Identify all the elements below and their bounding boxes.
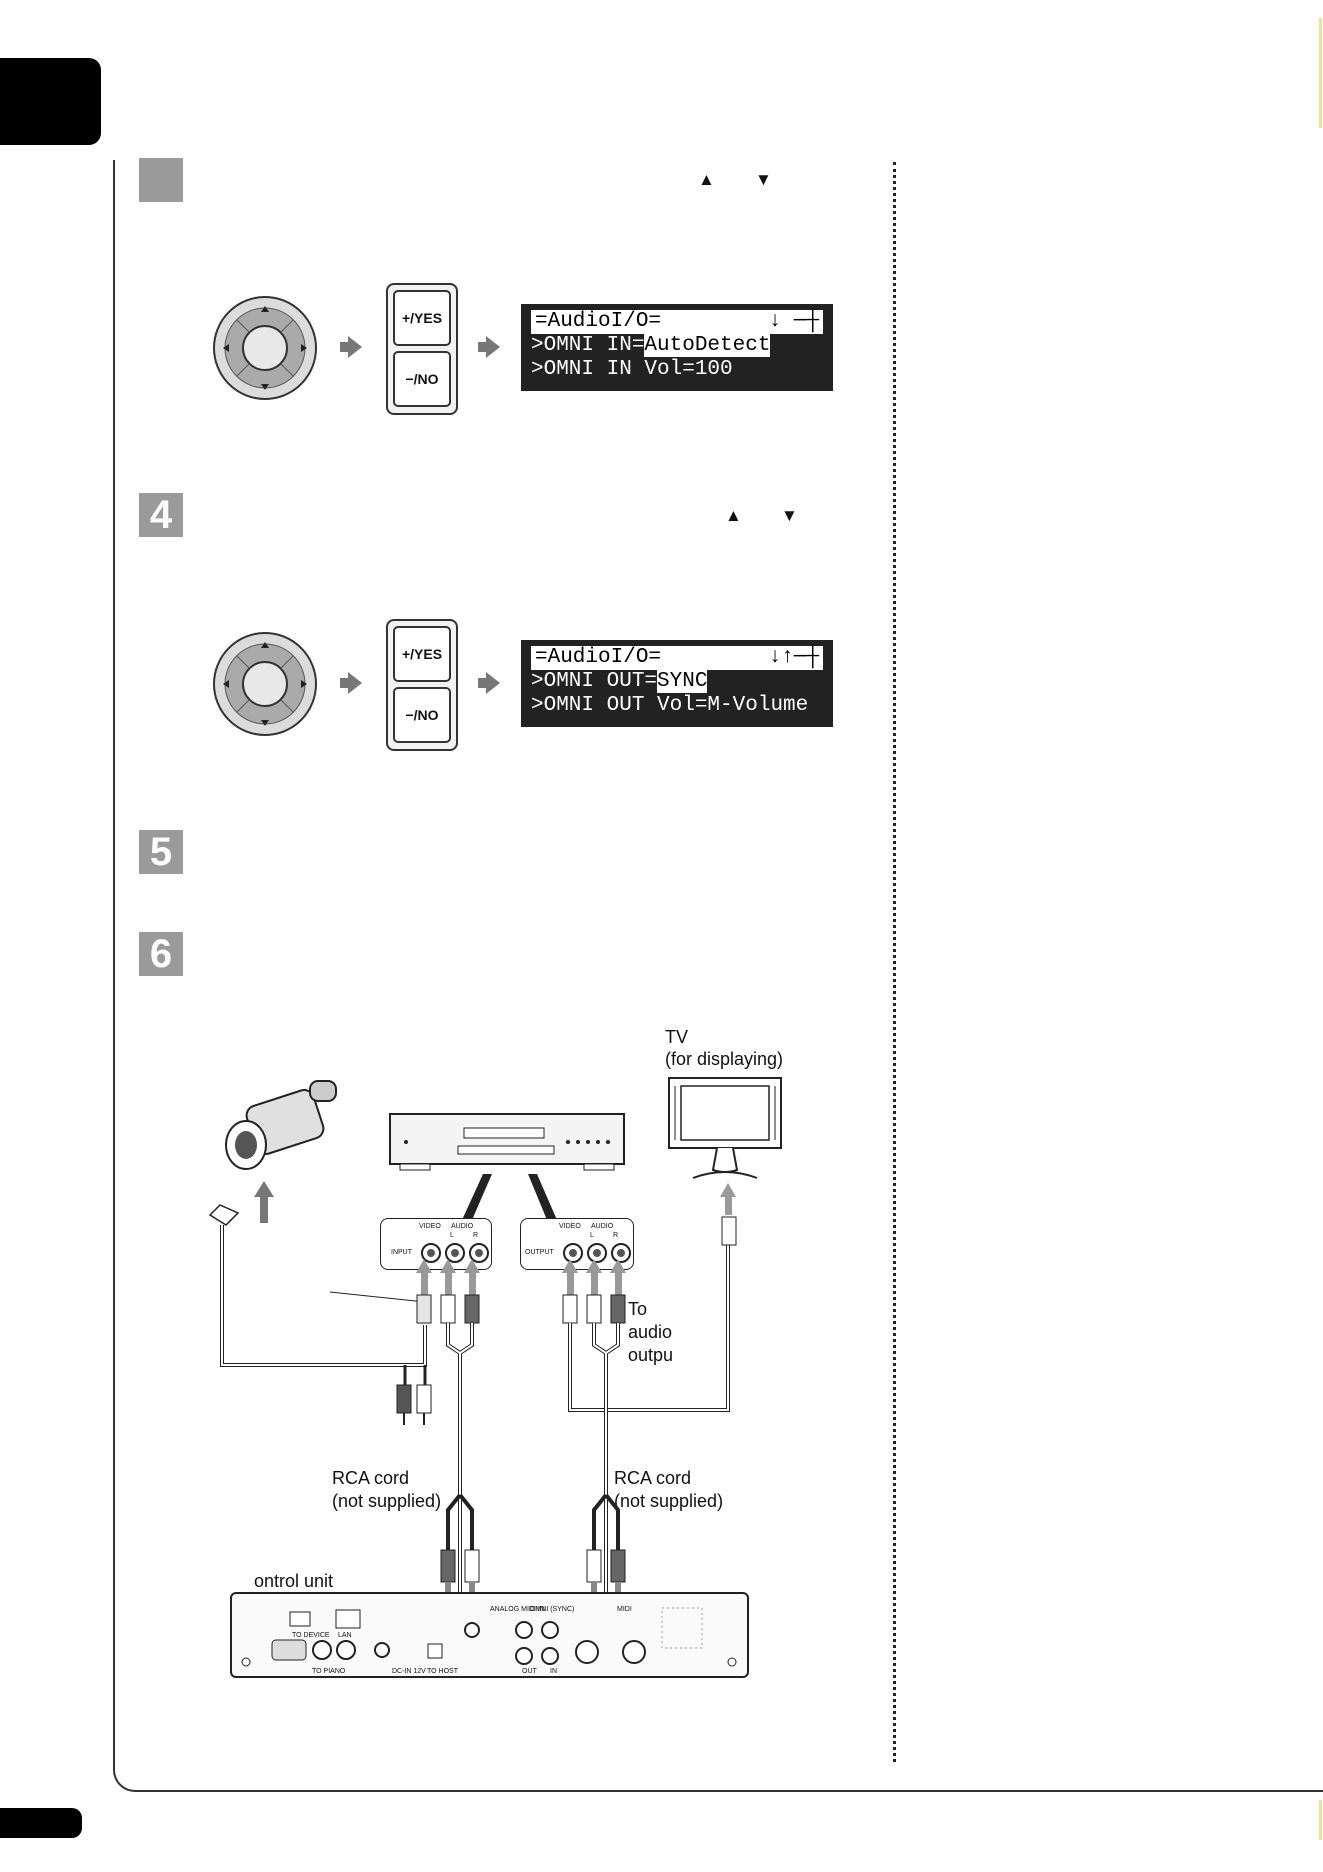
lcd-value-highlight: AutoDetect — [644, 334, 771, 357]
in-label: IN — [550, 1668, 557, 1675]
rca-cord-left-label: RCA cord — [332, 1468, 410, 1488]
tv-label: TV — [665, 1027, 689, 1047]
yes-button[interactable]: +/YES — [393, 626, 451, 682]
no-button[interactable]: −/NO — [393, 351, 451, 407]
down-triangle-icon: ▼ — [781, 506, 798, 525]
cursor-dial-icon — [213, 296, 317, 400]
yes-button[interactable]: +/YES — [393, 290, 451, 346]
down-triangle-icon: ▼ — [755, 170, 772, 189]
lcd-line-2: >OMNI OUT=SYNC — [531, 670, 823, 694]
lcd-line-2: >OMNI IN=AutoDetect — [531, 334, 823, 358]
rca-cord-right-sublabel: (not supplied) — [614, 1491, 724, 1511]
lan-label: LAN — [338, 1632, 352, 1639]
right-label: R — [613, 1232, 619, 1239]
up-triangle-icon: ▲ — [725, 506, 742, 525]
analog-midi-in-label: ANALOG MIDI IN — [490, 1606, 545, 1613]
lcd-title-row: =AudioI/O= ↓ ─┼ — [531, 310, 823, 334]
to-audio-label-2: audio — [628, 1322, 673, 1342]
camcorder-icon — [225, 1080, 337, 1170]
dvd-jacks-callout — [462, 1174, 557, 1220]
cable-diagram — [208, 1181, 737, 1673]
lcd-scroll-icons: ↓↑─┼ — [768, 646, 819, 669]
dvd-player-icon — [389, 1113, 625, 1171]
lcd-line-3: >OMNI OUT Vol=M-Volume — [531, 694, 809, 717]
tv-icon — [668, 1077, 782, 1179]
content-frame — [113, 160, 1323, 1792]
lcd-display-1: =AudioI/O= ↓ ─┼ >OMNI IN=AutoDetect >OMN… — [521, 304, 833, 391]
output-port-label: OUTPUT — [525, 1249, 554, 1256]
yes-no-buttons: +/YES −/NO — [386, 619, 458, 751]
rca-cord-right-label: RCA cord — [614, 1468, 692, 1488]
chapter-tab — [0, 58, 101, 145]
audio-label: AUDIO — [451, 1223, 474, 1230]
omni-sync-label: OMNI (SYNC) — [530, 1606, 575, 1613]
control-unit-rear-panel: TO DEVICE LAN TO PIANO DC-IN 12V TO HOST… — [230, 1592, 749, 1678]
rca-cord-left-sublabel: (not supplied) — [332, 1491, 442, 1511]
output-jack-panel: VIDEO AUDIO L R OUTPUT — [520, 1218, 634, 1270]
lcd-title-row: =AudioI/O= ↓↑─┼ — [531, 646, 823, 670]
yes-no-buttons: +/YES −/NO — [386, 283, 458, 415]
step-3-box — [139, 158, 183, 202]
dc-in-label: DC-IN 12V — [392, 1668, 426, 1675]
edge-mark — [1319, 18, 1322, 128]
lcd-value-highlight: SYNC — [657, 670, 708, 693]
input-port-label: INPUT — [391, 1249, 412, 1256]
no-button[interactable]: −/NO — [393, 687, 451, 743]
edge-mark-bottom — [1319, 1800, 1322, 1840]
left-label: L — [590, 1232, 594, 1239]
to-audio-label-1: To — [628, 1299, 648, 1319]
control-unit-label: ontrol unit — [254, 1571, 334, 1591]
lcd-line-3: >OMNI IN Vol=100 — [531, 358, 733, 381]
right-label: R — [473, 1232, 479, 1239]
midi-label: MIDI — [617, 1606, 632, 1613]
step-6-box: 6 — [139, 932, 183, 976]
usb-device-label: TO DEVICE — [292, 1632, 330, 1639]
to-audio-label-3: outpu — [628, 1345, 674, 1365]
lcd-scroll-icons: ↓ ─┼ — [768, 310, 819, 333]
lcd-display-2: =AudioI/O= ↓↑─┼ >OMNI OUT=SYNC >OMNI OUT… — [521, 640, 833, 727]
step-4-box: 4 — [139, 493, 183, 537]
to-host-label: TO HOST — [427, 1668, 458, 1675]
column-divider — [893, 162, 896, 1762]
out-label: OUT — [522, 1668, 537, 1675]
video-label: VIDEO — [559, 1223, 581, 1230]
cursor-dial-icon — [213, 632, 317, 736]
tv-sublabel: (for displaying) — [665, 1049, 784, 1069]
to-piano-label: TO PIANO — [312, 1668, 346, 1675]
audio-label: AUDIO — [591, 1223, 614, 1230]
video-label: VIDEO — [419, 1223, 441, 1230]
step-5-box: 5 — [139, 830, 183, 874]
lcd-param: >OMNI OUT= — [531, 670, 658, 693]
lcd-title: =AudioI/O= — [535, 646, 662, 669]
left-label: L — [450, 1232, 454, 1239]
lcd-title: =AudioI/O= — [535, 310, 662, 333]
up-triangle-icon: ▲ — [698, 170, 715, 189]
page-number-tab — [0, 1808, 82, 1838]
lcd-param: >OMNI IN= — [531, 334, 645, 357]
input-jack-panel: VIDEO AUDIO L R INPUT — [380, 1218, 492, 1270]
